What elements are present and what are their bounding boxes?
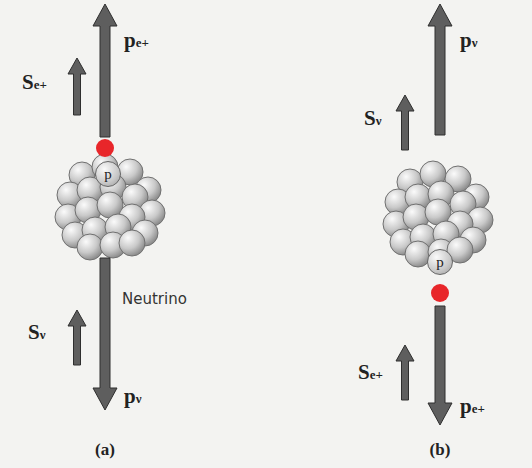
vector-label: Sν <box>364 108 382 129</box>
vector-label: pν <box>124 386 142 407</box>
vector-label: Sν <box>28 322 46 343</box>
momentum-arrow <box>428 4 452 135</box>
spin-arrow <box>68 58 86 115</box>
proton-ball: p <box>95 161 121 187</box>
vector-label: Se+ <box>358 362 383 383</box>
emission-point <box>431 284 449 302</box>
emission-point <box>96 139 114 157</box>
particle-letter: p <box>104 167 112 182</box>
spin-arrow <box>396 95 414 150</box>
spin-arrow <box>396 345 414 400</box>
particle-name: Neutrino <box>122 290 187 308</box>
vector-label: pν <box>460 30 478 51</box>
proton-ball: p <box>427 249 453 275</box>
momentum-arrow <box>428 306 452 425</box>
panel-label: (b) <box>430 440 451 460</box>
vector-label: Se+ <box>22 72 47 93</box>
particle-letter: p <box>436 255 444 270</box>
spin-arrow <box>68 310 86 365</box>
momentum-arrow <box>93 4 117 137</box>
nucleus <box>55 154 165 260</box>
vector-label: pe+ <box>124 30 149 51</box>
vector-label: pe+ <box>460 396 485 417</box>
panel-label: (a) <box>95 440 115 460</box>
momentum-arrow <box>93 258 117 410</box>
